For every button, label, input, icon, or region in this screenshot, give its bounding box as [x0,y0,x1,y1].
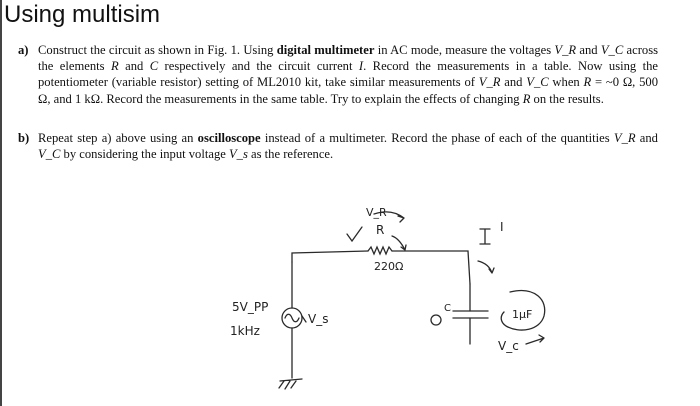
ac-source-wave [284,313,300,323]
question-b-label: b) [18,131,30,145]
source-label: V_s [308,312,328,326]
capacitor-symbol-label: C [444,303,451,314]
ground-symbol [278,378,303,390]
cap-circle-symbol [430,314,442,326]
page-title: Using multisim [4,1,161,28]
resistor-symbol [367,245,393,256]
source-frequency: 1kHz [230,324,260,338]
resistor-label: R [376,223,384,237]
question-a-label: a) [18,43,29,57]
vr-label: V_R [366,206,387,219]
vc-label: V_c [498,339,519,353]
source-arrow-tick [301,315,307,323]
wire-top-right [391,250,471,285]
r-arrow [391,235,407,251]
resistor-value: 220Ω [374,260,403,273]
vr-check-mark [346,226,363,243]
current-arrow [477,260,495,274]
source-amplitude: 5V_PP [232,300,268,314]
vr-arrow [373,211,405,223]
cap-value-bubble [500,290,546,331]
current-label: I [500,220,504,234]
question-b-text: Repeat step a) above using an oscillosco… [38,131,658,162]
question-b: b) Repeat step a) above using an oscillo… [18,130,658,162]
current-i-symbol [479,228,491,245]
question-a-text: Construct the circuit as shown in Fig. 1… [38,43,659,106]
vc-arrow [525,334,545,345]
wire-top-left [291,250,369,263]
left-edge-line [0,0,2,406]
question-a: a) Construct the circuit as shown in Fig… [18,42,658,107]
capacitor-value: 1μF [512,308,532,321]
